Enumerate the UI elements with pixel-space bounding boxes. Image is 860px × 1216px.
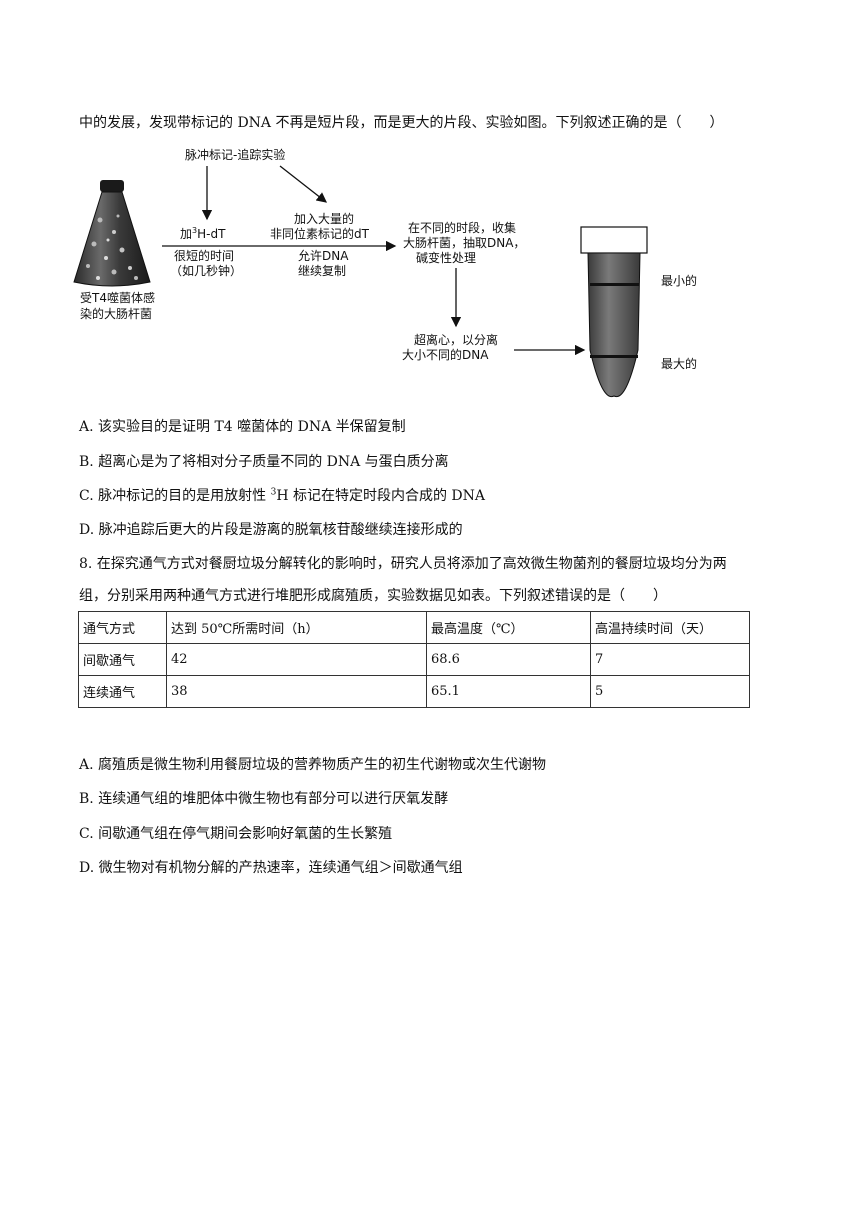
tube-label-largest: 最大的 [661, 356, 697, 371]
q8-option-c: C. 间歇通气组在停气期间会影响好氧菌的生长繁殖 [79, 826, 393, 842]
table-cell: 5 [590, 675, 750, 708]
table-header-cell: 通气方式 [78, 611, 167, 644]
step4-line2: 大小不同的DNA [402, 347, 489, 362]
band-smallest [590, 283, 639, 286]
table-cell: 连续通气 [78, 675, 167, 708]
table-row: 间歇通气 42 68.6 7 [78, 643, 750, 676]
q7-intro: 中的发展，发现带标记的 DNA 不再是短片段，而是更大的片段、实验如图。下列叙述… [79, 115, 724, 131]
flask-label-2: 染的大肠杆菌 [80, 306, 152, 321]
step3-line2: 大肠杆菌，抽取DNA， [403, 236, 525, 250]
step2-line4: 继续复制 [298, 264, 346, 278]
step1-time: 很短的时间 [174, 248, 234, 263]
band-largest [590, 355, 638, 358]
q8-stem-line1: 8. 在探究通气方式对餐厨垃圾分解转化的影响时，研究人员将添加了高效微生物菌剂的… [79, 556, 727, 572]
arrow-label-to-step2 [279, 165, 328, 203]
table-cell: 42 [166, 643, 427, 676]
step3-line3: 碱变性处理 [416, 250, 476, 265]
table-cell: 38 [166, 675, 427, 708]
q7-option-b: B. 超离心是为了将相对分子质量不同的 DNA 与蛋白质分离 [79, 454, 449, 470]
flask-icon [73, 180, 151, 287]
table-row: 连续通气 38 65.1 5 [78, 675, 750, 708]
table-header-cell: 高温持续时间（天） [590, 611, 750, 644]
table-cell: 间歇通气 [78, 643, 167, 676]
top-label: 脉冲标记-追踪实验 [185, 147, 285, 162]
q8-option-a: A. 腐殖质是微生物利用餐厨垃圾的营养物质产生的初生代谢物或次生代谢物 [79, 757, 547, 773]
step2-line2: 非同位素标记的dT [270, 226, 370, 241]
centrifuge-tube-icon [580, 226, 648, 398]
step2-line1: 加入大量的 [294, 211, 354, 226]
pulse-chase-diagram: 脉冲标记-追踪实验 受T4噬菌体感 染的大肠杆菌 加3H-dT 很短的时间 （如… [73, 147, 697, 398]
q8-stem-line2: 组，分别采用两种通气方式进行堆肥形成腐殖质，实验数据见如表。下列叙述错误的是（ … [79, 588, 667, 604]
step2-line3: 允许DNA [298, 248, 349, 263]
table-cell: 65.1 [426, 675, 591, 708]
flask-label-1: 受T4噬菌体感 [80, 290, 155, 305]
q7-option-d: D. 脉冲追踪后更大的片段是游离的脱氧核苷酸继续连接形成的 [79, 522, 463, 538]
table-cell: 68.6 [426, 643, 591, 676]
q7-option-c: C. 脉冲标记的目的是用放射性 3H 标记在特定时段内合成的 DNA [79, 487, 486, 504]
table-header-row: 通气方式 达到 50℃所需时间（h） 最高温度（℃） 高温持续时间（天） [78, 611, 750, 644]
table-header-cell: 达到 50℃所需时间（h） [166, 611, 427, 644]
step1-example: （如几秒钟） [170, 263, 242, 278]
q8-option-b: B. 连续通气组的堆肥体中微生物也有部分可以进行厌氧发酵 [79, 791, 449, 807]
step1-label: 加3H-dT [180, 226, 226, 241]
q8-option-d: D. 微生物对有机物分解的产热速率，连续通气组＞间歇通气组 [79, 860, 463, 876]
table-header-cell: 最高温度（℃） [426, 611, 591, 644]
q7-option-a: A. 该实验目的是证明 T4 噬菌体的 DNA 半保留复制 [79, 419, 406, 435]
aeration-data-table: 通气方式 达到 50℃所需时间（h） 最高温度（℃） 高温持续时间（天） 间歇通… [78, 611, 750, 708]
step4-line1: 超离心，以分离 [414, 332, 498, 347]
tube-label-smallest: 最小的 [661, 273, 697, 288]
step3-line1: 在不同的时段，收集 [408, 220, 516, 235]
table-cell: 7 [590, 643, 750, 676]
